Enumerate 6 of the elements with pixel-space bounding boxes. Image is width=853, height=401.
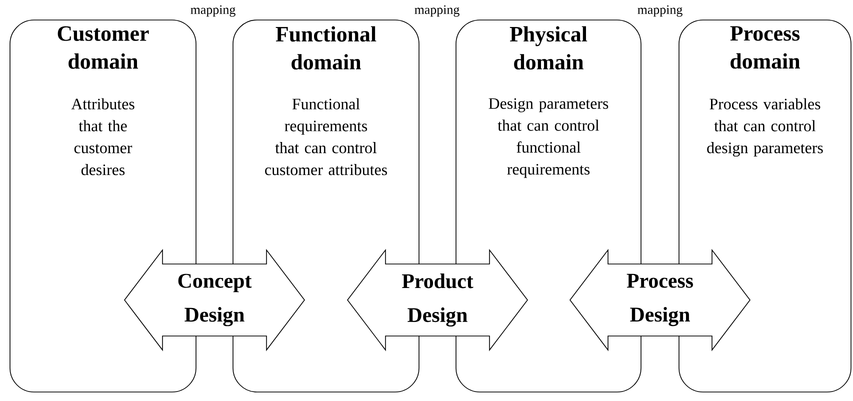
mapping-label: mapping [638,5,682,17]
mapping-label: mapping [190,5,236,17]
double-arrow [570,248,750,352]
double-arrow [347,248,528,352]
mapping-label: mapping [414,5,460,17]
double-arrow [124,248,305,352]
